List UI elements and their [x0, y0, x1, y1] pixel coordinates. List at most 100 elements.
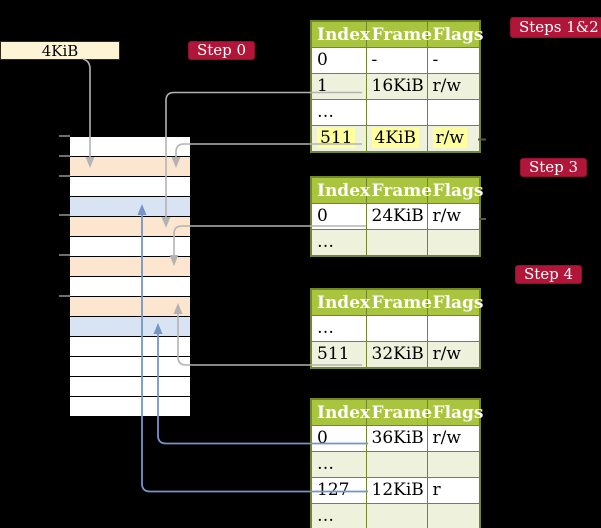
table-cell: r/w	[426, 341, 481, 369]
table-row: 127 12KiB r	[310, 477, 481, 504]
memory-frame-row	[70, 197, 190, 217]
column-header-frame: Frame	[365, 20, 432, 48]
memory-frame-row	[70, 237, 190, 257]
table-row: …	[310, 315, 481, 342]
table-cell	[365, 503, 428, 528]
cell-text: -	[432, 50, 439, 70]
table-cell: 1	[310, 73, 367, 100]
table-cell	[426, 503, 481, 528]
memory-frame-row	[70, 157, 190, 177]
column-header-frame: Frame	[365, 398, 432, 426]
table-cell: 32KiB	[365, 341, 428, 369]
cell-text: 511	[317, 344, 350, 364]
cell-text: r	[432, 480, 441, 500]
badge-step-3: Step 3	[520, 158, 588, 177]
memory-frame-row	[70, 337, 190, 357]
cell-text: 127	[317, 480, 350, 500]
table-cell	[426, 451, 481, 478]
table-cell: …	[310, 99, 367, 126]
cell-text: r/w	[432, 344, 461, 364]
memory-tick	[59, 214, 70, 216]
table-cell: 127	[310, 477, 367, 504]
memory-tick	[59, 175, 70, 177]
table-cell: 12KiB	[365, 477, 428, 504]
column-header-frame: Frame	[365, 176, 432, 204]
table-cell: 0	[310, 203, 367, 230]
column-header-flags: Flags	[426, 398, 484, 426]
cell-text: 16KiB	[371, 76, 424, 96]
badge-step-4: Step 4	[515, 265, 583, 284]
memory-frame-row	[70, 217, 190, 237]
table-cell: r	[426, 477, 481, 504]
column-header-index: Index	[310, 20, 370, 48]
cell-text: …	[317, 454, 334, 474]
memory-frame-row	[70, 357, 190, 377]
table-cell: 511	[310, 341, 367, 369]
table-cell: …	[310, 503, 367, 528]
table-cell	[426, 229, 481, 257]
memory-frame-row	[70, 257, 190, 277]
table-cell: 24KiB	[365, 203, 428, 230]
table-cell	[365, 451, 428, 478]
table-row: …	[310, 503, 481, 528]
table-cell	[365, 315, 428, 342]
cell-text: 0	[317, 206, 328, 226]
table-cell: 36KiB	[365, 425, 428, 452]
table-cell: r/w	[426, 73, 481, 100]
table-cell: 0	[310, 47, 367, 74]
badge-step-0: Step 0	[188, 41, 256, 60]
table-cell: r/w	[426, 425, 481, 452]
highlighted-cell-text: 4KiB	[371, 128, 419, 148]
table-cell	[426, 315, 481, 342]
memory-tick	[59, 254, 70, 256]
cell-text: 0	[317, 428, 328, 448]
column-header-flags: Flags	[426, 176, 484, 204]
column-header-frame: Frame	[365, 288, 432, 316]
memory-frame-row	[70, 177, 190, 197]
table-row: …	[310, 99, 481, 126]
cell-text: …	[317, 232, 334, 252]
column-header-flags: Flags	[426, 20, 484, 48]
memory-frame-row	[70, 317, 190, 337]
table-cell: -	[365, 47, 428, 74]
memory-frame-row	[70, 137, 190, 157]
table-cell	[426, 99, 481, 126]
frame-4kib-label: 4KiB	[41, 41, 79, 60]
cell-text: 12KiB	[371, 480, 424, 500]
cell-text: …	[317, 506, 334, 526]
cell-text: r/w	[432, 206, 461, 226]
frame-4kib-box: 4KiB	[0, 41, 120, 60]
table-cell	[365, 229, 428, 257]
table-cell: r/w	[426, 203, 481, 230]
cell-text: r/w	[432, 428, 461, 448]
table-cell: …	[310, 315, 367, 342]
table-cell: r/w	[426, 125, 481, 153]
memory-frame-row	[70, 397, 190, 417]
cell-text: …	[317, 318, 334, 338]
column-header-index: Index	[310, 288, 370, 316]
column-header-flags: Flags	[426, 288, 484, 316]
cell-text: -	[371, 50, 378, 70]
memory-tick	[59, 135, 70, 137]
column-header-index: Index	[310, 398, 370, 426]
table-cell	[365, 99, 428, 126]
physical-memory-stack	[70, 136, 190, 417]
table-row: 0--	[310, 47, 481, 74]
badge-steps-1-2: Steps 1&2	[510, 17, 601, 38]
highlighted-cell-text: r/w	[432, 128, 467, 148]
table-row: …	[310, 451, 481, 478]
table-row: …	[310, 229, 481, 257]
memory-frame-row	[70, 377, 190, 397]
